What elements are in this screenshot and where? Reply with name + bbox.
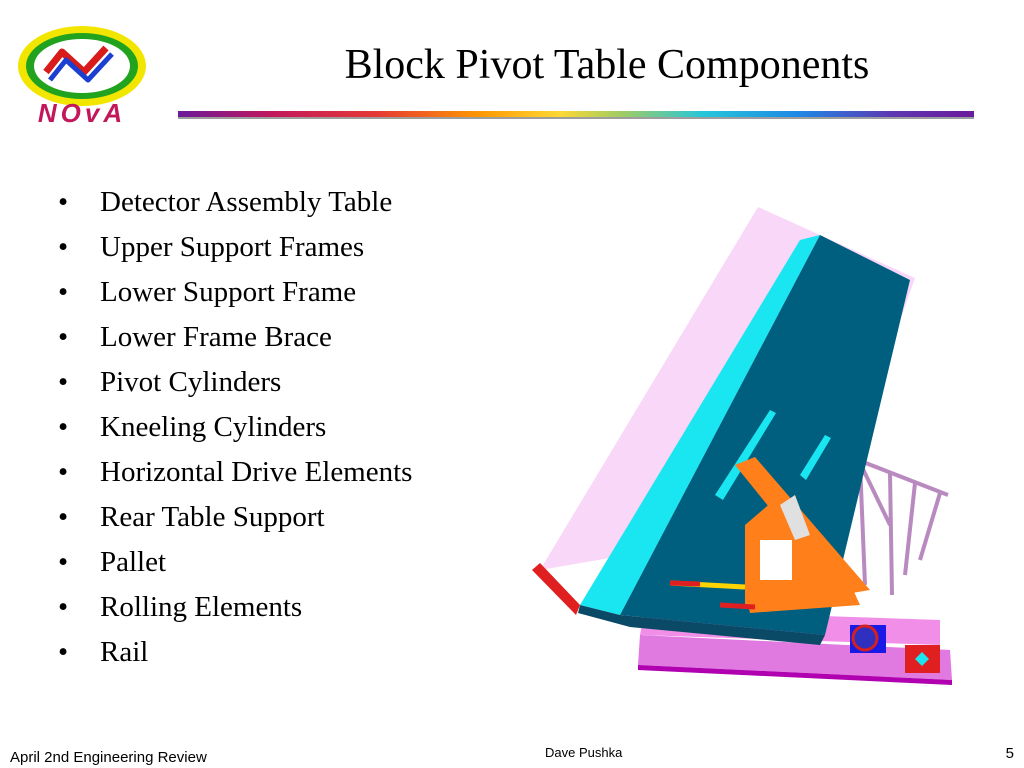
- list-item: •Lower Frame Brace: [58, 321, 332, 353]
- list-item: •Kneeling Cylinders: [58, 411, 327, 443]
- nova-logo: NOvA: [18, 26, 146, 126]
- list-item: •Pallet: [58, 546, 167, 578]
- detector-assembly-table-side: [580, 235, 820, 615]
- footer-author: Dave Pushka: [545, 745, 623, 760]
- list-item: •Detector Assembly Table: [58, 186, 393, 218]
- block-pivot-table-render: [532, 207, 952, 685]
- list-item: •Upper Support Frames: [58, 231, 365, 263]
- logo-wordmark: NOvA: [38, 98, 126, 126]
- footer-event: April 2nd Engineering Review: [10, 749, 207, 766]
- slide-title: Block Pivot Table Components: [344, 42, 870, 88]
- list-item: •Rolling Elements: [58, 591, 303, 623]
- component-list: •Detector Assembly Table •Upper Support …: [58, 180, 412, 675]
- kneeling-cylinder: [719, 602, 756, 610]
- list-item: •Pivot Cylinders: [58, 366, 282, 398]
- list-item: •Lower Support Frame: [58, 276, 357, 308]
- list-item: •Rear Table Support: [58, 501, 325, 533]
- page-number: 5: [1005, 745, 1014, 762]
- title-rule: [178, 111, 974, 119]
- lower-frame-brace: [745, 583, 860, 613]
- detector-assembly-table-face: [620, 235, 910, 635]
- list-item: •Rail: [58, 636, 149, 668]
- list-item: •Horizontal Drive Elements: [58, 456, 413, 488]
